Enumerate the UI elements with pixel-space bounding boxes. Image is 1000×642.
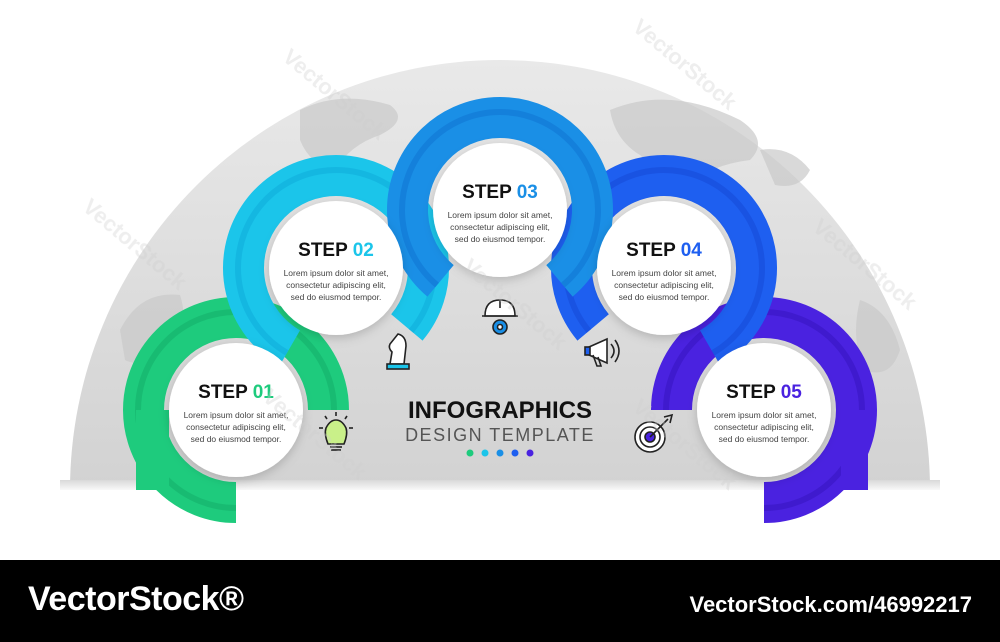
target-icon bbox=[634, 413, 674, 453]
step-circle bbox=[433, 143, 567, 277]
step-color-dot bbox=[511, 449, 519, 457]
step-circle bbox=[269, 201, 403, 335]
ring-arc-shade bbox=[135, 309, 337, 511]
step-title: STEP 02 bbox=[298, 240, 374, 261]
ring-arc-shade bbox=[663, 309, 865, 511]
step-title-word: STEP bbox=[198, 382, 253, 403]
step-title: STEP 05 bbox=[726, 382, 802, 403]
ring-arc-shade bbox=[399, 109, 601, 288]
ring-arc bbox=[651, 297, 877, 523]
step-body-line: consectetur adipiscing elit, bbox=[186, 422, 286, 432]
step-ring-3 bbox=[387, 97, 613, 297]
step-circle bbox=[697, 343, 831, 477]
step-body-line: consectetur adipiscing elit, bbox=[450, 222, 550, 232]
step-title: STEP 01 bbox=[198, 382, 274, 403]
ring-stem bbox=[841, 410, 868, 490]
step-body-line: consectetur adipiscing elit, bbox=[286, 280, 386, 290]
step-title-word: STEP bbox=[462, 182, 517, 203]
megaphone-icon bbox=[584, 337, 620, 367]
step-title-number: 02 bbox=[353, 240, 374, 261]
step-title-number: 04 bbox=[681, 240, 703, 261]
step-body-line: consectetur adipiscing elit, bbox=[714, 422, 814, 432]
step-title-number: 01 bbox=[253, 382, 275, 403]
step-circle bbox=[169, 343, 303, 477]
step-color-dot bbox=[526, 449, 534, 457]
step-body-line: sed do eiusmod tempor. bbox=[619, 292, 710, 302]
step-color-dot bbox=[481, 449, 489, 457]
step-ring-5 bbox=[651, 297, 877, 523]
step-body-line: sed do eiusmod tempor. bbox=[719, 434, 810, 444]
step-body-line: Lorem ipsum dolor sit amet, bbox=[712, 410, 817, 420]
step-body-line: sed do eiusmod tempor. bbox=[191, 434, 282, 444]
step-title-word: STEP bbox=[298, 240, 353, 261]
footer-bar: VectorStock® VectorStock.com/46992217 bbox=[0, 560, 1000, 642]
step-ring-1 bbox=[123, 297, 349, 523]
step-circle bbox=[597, 201, 731, 335]
step-body-line: Lorem ipsum dolor sit amet, bbox=[612, 268, 717, 278]
chess-knight-icon bbox=[386, 333, 410, 370]
step-title-number: 05 bbox=[781, 382, 803, 403]
ring-arc bbox=[123, 297, 349, 523]
step-title-word: STEP bbox=[626, 240, 681, 261]
step-body-line: consectetur adipiscing elit, bbox=[614, 280, 714, 290]
helmet-gear-icon bbox=[482, 299, 518, 335]
step-color-dot bbox=[466, 449, 474, 457]
step-color-dot bbox=[496, 449, 504, 457]
base-platform bbox=[0, 480, 1000, 560]
ring-stem bbox=[136, 410, 169, 490]
step-body-line: sed do eiusmod tempor. bbox=[455, 234, 546, 244]
step-title: STEP 03 bbox=[462, 182, 538, 203]
step-body-line: Lorem ipsum dolor sit amet, bbox=[184, 410, 289, 420]
lightbulb-icon bbox=[319, 412, 353, 451]
footer-image-id: VectorStock.com/46992217 bbox=[689, 592, 972, 617]
main-title: INFOGRAPHICS bbox=[408, 397, 592, 424]
footer-brand: VectorStock® bbox=[28, 580, 244, 618]
step-body-line: Lorem ipsum dolor sit amet, bbox=[448, 210, 553, 220]
step-title-word: STEP bbox=[726, 382, 781, 403]
step-body-line: Lorem ipsum dolor sit amet, bbox=[284, 268, 389, 278]
step-title-number: 03 bbox=[517, 182, 538, 203]
center-title-block: INFOGRAPHICS DESIGN TEMPLATE bbox=[405, 397, 595, 457]
step-body-line: sed do eiusmod tempor. bbox=[291, 292, 382, 302]
ring-arc bbox=[387, 97, 613, 297]
main-subtitle: DESIGN TEMPLATE bbox=[405, 425, 595, 445]
step-title: STEP 04 bbox=[626, 240, 702, 261]
